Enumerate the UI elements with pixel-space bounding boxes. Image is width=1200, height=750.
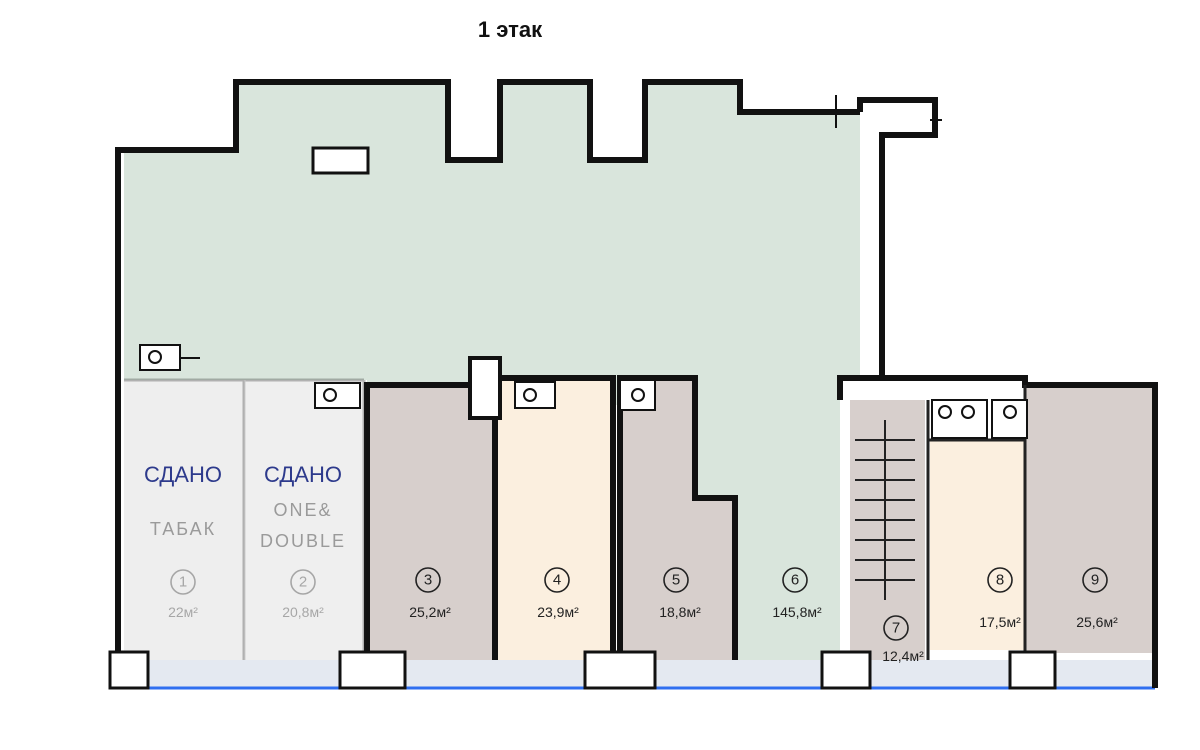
unit-1-label: 1 22м² — [168, 569, 198, 620]
unit-1-area[interactable] — [124, 380, 244, 660]
unit-3-number-circle — [415, 567, 441, 593]
hall-column — [468, 356, 502, 420]
unit-4-number: 4 — [553, 572, 561, 589]
faded-partitions — [124, 378, 366, 660]
unit-3-number: 3 — [424, 572, 432, 589]
unit-6-area-value: 145,8м² — [772, 604, 822, 620]
partition-unit-5 — [617, 375, 738, 660]
unit-8-number: 8 — [996, 572, 1004, 589]
stairs-icon — [855, 420, 915, 600]
unit-2-area[interactable] — [246, 380, 364, 660]
unit-7-number: 7 — [892, 620, 900, 637]
unit-2-tenant-line-2: DOUBLE — [260, 531, 346, 551]
unit-5-area-value: 18,8м² — [659, 604, 701, 620]
unit-2-label: 2 20,8м² — [282, 569, 324, 620]
unit-3-area[interactable] — [367, 382, 493, 660]
unit-8-number-circle — [987, 567, 1013, 593]
unit-2-tenant-line-1: ONE& — [273, 500, 332, 520]
floor-title: 1 этак — [478, 17, 543, 42]
door-icon — [180, 95, 942, 359]
unit-3-area-value: 25,2м² — [409, 604, 451, 620]
unit-8-area[interactable] — [930, 440, 1025, 650]
unit-2-area-value: 20,8м² — [282, 604, 324, 620]
partition-unit-4 — [495, 375, 616, 660]
unit-2-number: 2 — [299, 574, 307, 591]
unit-1-area-value: 22м² — [168, 604, 198, 620]
unit-9-number: 9 — [1091, 572, 1099, 589]
unit-6-number: 6 — [791, 572, 799, 589]
unit-4-number-circle — [544, 567, 570, 593]
unit-7-area[interactable] — [850, 400, 925, 685]
unit-1-number: 1 — [179, 574, 187, 591]
outer-wall-east-corridor — [837, 97, 938, 400]
unit-1-status: СДАНО — [144, 462, 222, 487]
unit-7-area-value: 12,4м² — [882, 648, 924, 664]
unit-1-tenant: ТАБАК — [150, 519, 216, 539]
unit-6-number-circle — [782, 567, 808, 593]
unit-4-area[interactable] — [495, 378, 613, 660]
outer-wall-main — [115, 79, 860, 688]
facade-windows — [108, 650, 1057, 690]
unit-4-area-value: 23,9м² — [537, 604, 579, 620]
hall-vent — [311, 146, 370, 175]
unit-7-number-circle — [883, 615, 909, 641]
unit-2-status: СДАНО — [264, 462, 342, 487]
unit-9-area-value: 25,6м² — [1076, 614, 1118, 630]
toilet-icon — [139, 344, 1028, 439]
unit-5-number-circle — [663, 567, 689, 593]
partition-west-units — [364, 382, 498, 660]
unit-5-area[interactable] — [620, 378, 735, 660]
unit-8-area-value: 17,5м² — [979, 614, 1021, 630]
unit-5-number: 5 — [672, 572, 680, 589]
unit-9-number-circle — [1082, 567, 1108, 593]
unit-9-area[interactable] — [1025, 388, 1153, 653]
